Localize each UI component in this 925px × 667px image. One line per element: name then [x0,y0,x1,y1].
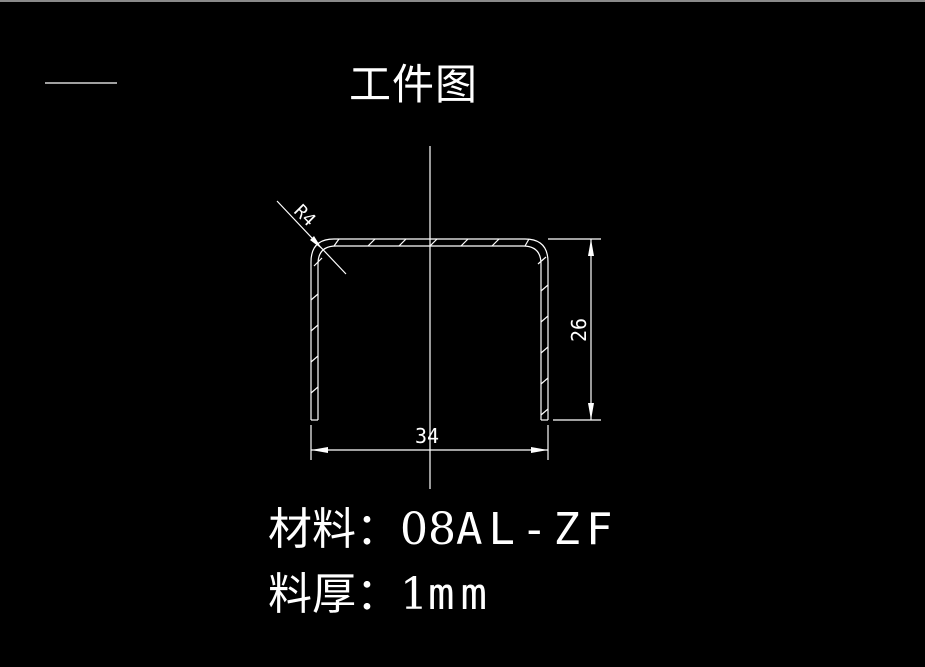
thickness-unit: mm [428,569,493,620]
material-code: AL-ZF [456,504,619,555]
profile-inner [317,245,542,420]
arrow-left-icon [311,447,328,453]
radius-label: R4 [289,201,319,231]
hatch-top [367,238,500,247]
thickness-value: 1 [400,569,428,620]
radius-arrow-icon [310,236,322,249]
material-number: 08 [400,504,456,555]
material-row: 材料：08AL-ZF [268,505,618,555]
height-label: 26 [567,318,591,342]
thickness-row: 料厚：1mm [268,570,493,620]
radius-leader [276,200,347,275]
material-label: 材料： [268,504,400,555]
thickness-label: 料厚： [268,569,400,620]
profile-outer [310,238,549,420]
width-label: 34 [415,424,439,448]
arrow-right-icon [531,447,548,453]
window-top-border [0,0,925,2]
arrow-down-icon [588,403,594,420]
arrow-up-icon [588,239,594,256]
drawing-title: 工件图 [349,60,479,109]
hatch-left [310,293,319,394]
hatch-right [540,284,549,416]
